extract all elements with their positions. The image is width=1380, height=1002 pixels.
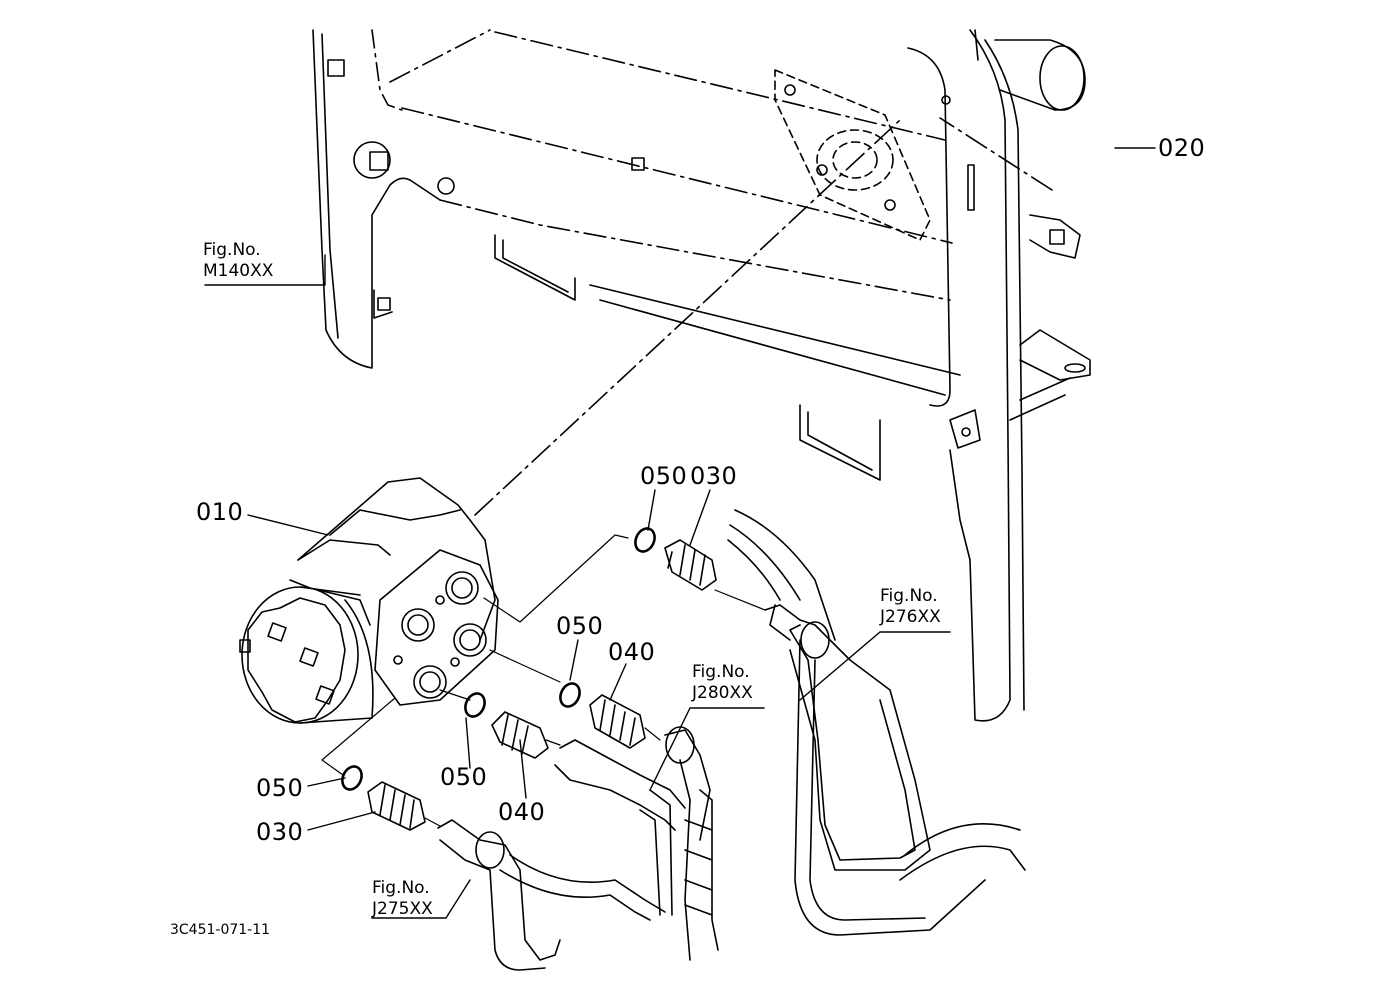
label-040-mid: 040 bbox=[608, 638, 656, 666]
label-030-left: 030 bbox=[256, 818, 304, 846]
fig-ref-j280-line2: J280XX bbox=[692, 683, 753, 703]
hoses bbox=[437, 509, 1026, 971]
assembly-axis bbox=[321, 534, 766, 827]
o-rings bbox=[341, 527, 656, 791]
label-050-mid: 050 bbox=[556, 612, 604, 640]
fig-ref-m140: Fig.No. M140XX bbox=[203, 240, 273, 282]
leader-lines bbox=[204, 147, 1156, 919]
fittings bbox=[367, 539, 717, 831]
fig-ref-j275-line2: J275XX bbox=[372, 899, 433, 919]
fig-ref-j276: Fig.No. J276XX bbox=[880, 586, 941, 628]
label-020: 020 bbox=[1158, 134, 1206, 162]
alignment-lines bbox=[474, 117, 1053, 516]
label-050-left: 050 bbox=[256, 774, 304, 802]
fig-ref-j280-line1: Fig.No. bbox=[692, 662, 750, 682]
fig-ref-m140-line2: M140XX bbox=[203, 261, 274, 281]
drawing-code: 3C451-071-11 bbox=[170, 922, 271, 938]
fig-ref-j276-line2: J276XX bbox=[880, 607, 941, 627]
fig-ref-m140-line1: Fig.No. bbox=[203, 240, 261, 260]
label-050-low: 050 bbox=[440, 763, 488, 791]
label-030-top: 030 bbox=[690, 462, 738, 490]
label-010: 010 bbox=[196, 498, 244, 526]
fig-ref-j276-line1: Fig.No. bbox=[880, 586, 938, 606]
chassis-frame bbox=[312, 29, 1091, 722]
steering-pump bbox=[239, 477, 499, 724]
fig-ref-j275: Fig.No. J275XX bbox=[372, 878, 433, 920]
fig-ref-j275-line1: Fig.No. bbox=[372, 878, 430, 898]
label-050-top: 050 bbox=[640, 462, 688, 490]
fig-ref-j280: Fig.No. J280XX bbox=[692, 662, 753, 704]
label-040-low: 040 bbox=[498, 798, 546, 826]
